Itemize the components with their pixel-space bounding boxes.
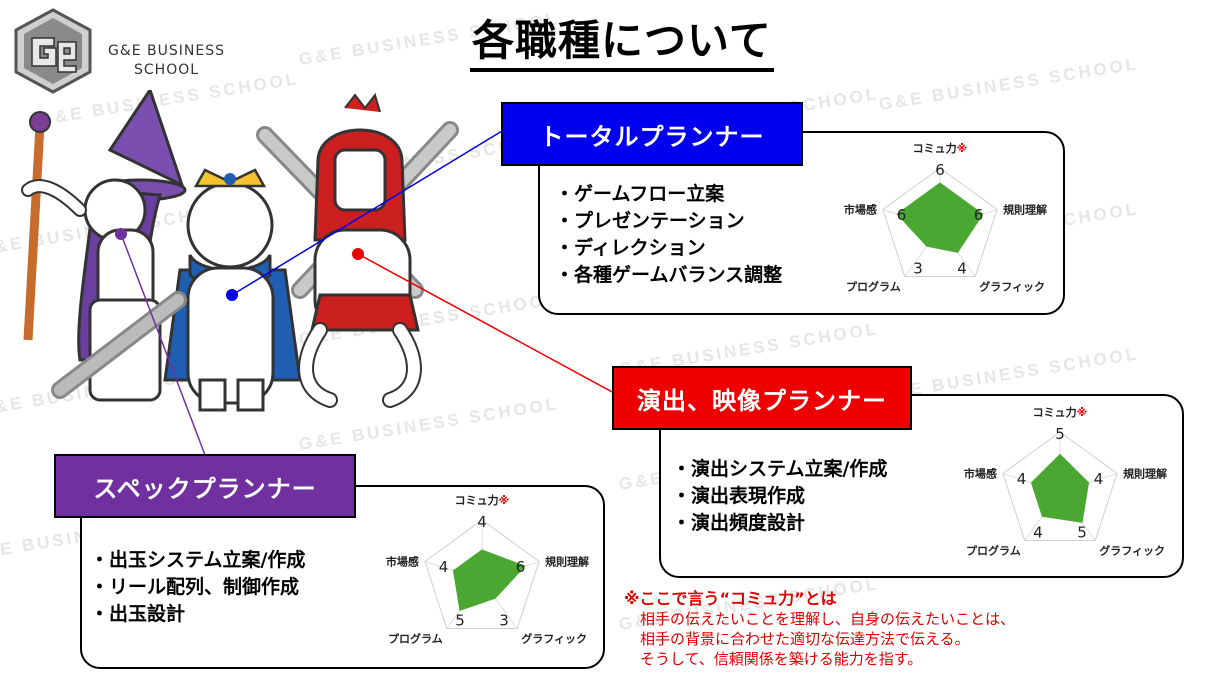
radar-axis-label: コミュ力※: [913, 141, 968, 155]
note-line: そうして、信頼関係を築ける能力を指す。: [640, 650, 923, 668]
radar-axis-label: プログラム: [388, 632, 443, 646]
radar-grid: [1002, 431, 1118, 542]
page-title: 各職種について: [470, 14, 774, 72]
logo-line-1: G&E BUSINESS: [108, 43, 226, 59]
radar-axis-label: プログラム: [966, 544, 1021, 558]
radar-axis-label: プログラム: [846, 280, 901, 294]
logo-line-2: SCHOOL: [134, 62, 200, 78]
total-planner-bullets: ゲームフロー立案 プレゼンテーション ディレクション 各種ゲームバランス調整: [555, 181, 782, 289]
radar-grid: [882, 167, 998, 278]
radar-data-polygon: [1030, 453, 1090, 523]
list-item: 演出頻度設計: [672, 510, 887, 537]
radar-grid: [424, 519, 540, 630]
radar-axis-label: 規則理解: [545, 554, 589, 568]
radar-axis-label: 市場感: [964, 466, 997, 480]
radar-axis-label: グラフィック: [1099, 544, 1165, 558]
note-line: 相手の伝えたいことを理解し、自身の伝えたいことは、: [640, 610, 1016, 628]
radar-value-label: 6: [935, 161, 945, 179]
radar-value-label: 6: [516, 558, 526, 576]
watermark-text: G&E BUSINESS SCHOOL: [878, 54, 1141, 114]
list-item: 演出表現作成: [672, 483, 887, 510]
characters-illustration: [21, 90, 459, 412]
radar-value-label: 4: [957, 259, 967, 277]
radar-data-polygon: [896, 182, 984, 253]
radar-value-label: 5: [1077, 523, 1087, 541]
radar-value-label: 6: [897, 206, 907, 224]
radar-data-polygon: [452, 549, 526, 612]
total-planner-tag: トータルプランナー: [501, 102, 803, 166]
radar-value-label: 3: [499, 611, 509, 629]
list-item: 出玉設計: [90, 601, 305, 628]
radar-axis-label: コミュ力※: [455, 493, 510, 507]
communication-note: ※ここで言う“コミュ力”とは 相手の伝えたいことを理解し、自身の伝えたいことは、…: [624, 589, 1015, 669]
list-item: 出玉システム立案/作成: [90, 547, 305, 574]
list-item: ゲームフロー立案: [555, 181, 782, 208]
logo: G&E BUSINESS SCHOOL: [10, 8, 270, 98]
ge-logo-icon: [14, 8, 92, 94]
radar-value-label: 5: [1055, 425, 1065, 443]
radar-value-label: 4: [439, 558, 449, 576]
list-item: ディレクション: [555, 235, 782, 262]
spec-planner-bullets: 出玉システム立案/作成 リール配列、制御作成 出玉設計: [90, 547, 305, 628]
radar-value-label: 4: [1033, 523, 1043, 541]
radar-axis-label: 規則理解: [1123, 466, 1167, 480]
direction-planner-tag: 演出、映像プランナー: [612, 366, 912, 430]
radar-axis-label: 市場感: [844, 202, 877, 216]
radar-axis-label: 市場感: [386, 554, 419, 568]
list-item: 各種ゲームバランス調整: [555, 262, 782, 289]
radar-asterisk: ※: [499, 494, 510, 507]
radar-asterisk: ※: [1077, 406, 1088, 419]
radar-asterisk: ※: [957, 142, 968, 155]
list-item: リール配列、制御作成: [90, 574, 305, 601]
radar-value-label: 4: [1094, 470, 1104, 488]
radar-value-label: 4: [477, 513, 487, 531]
radar-axis-label: コミュ力※: [1033, 405, 1088, 419]
radar-value-label: 3: [913, 259, 923, 277]
note-title: ※ここで言う“コミュ力”とは: [624, 589, 837, 608]
note-line: 相手の背景に合わせた適切な伝達方法で伝える。: [640, 630, 970, 648]
direction-planner-bullets: 演出システム立案/作成 演出表現作成 演出頻度設計: [672, 456, 887, 537]
spec-planner-tag: スペックプランナー: [54, 454, 356, 518]
radar-value-label: 4: [1017, 470, 1027, 488]
list-item: プレゼンテーション: [555, 208, 782, 235]
list-item: 演出システム立案/作成: [672, 456, 887, 483]
radar-axis-label: グラフィック: [979, 280, 1045, 294]
logo-text: G&E BUSINESS SCHOOL: [108, 42, 225, 80]
radar-value-label: 5: [455, 611, 465, 629]
radar-axis-label: 規則理解: [1003, 202, 1047, 216]
radar-axis-label: グラフィック: [521, 632, 587, 646]
radar-value-label: 6: [974, 206, 984, 224]
